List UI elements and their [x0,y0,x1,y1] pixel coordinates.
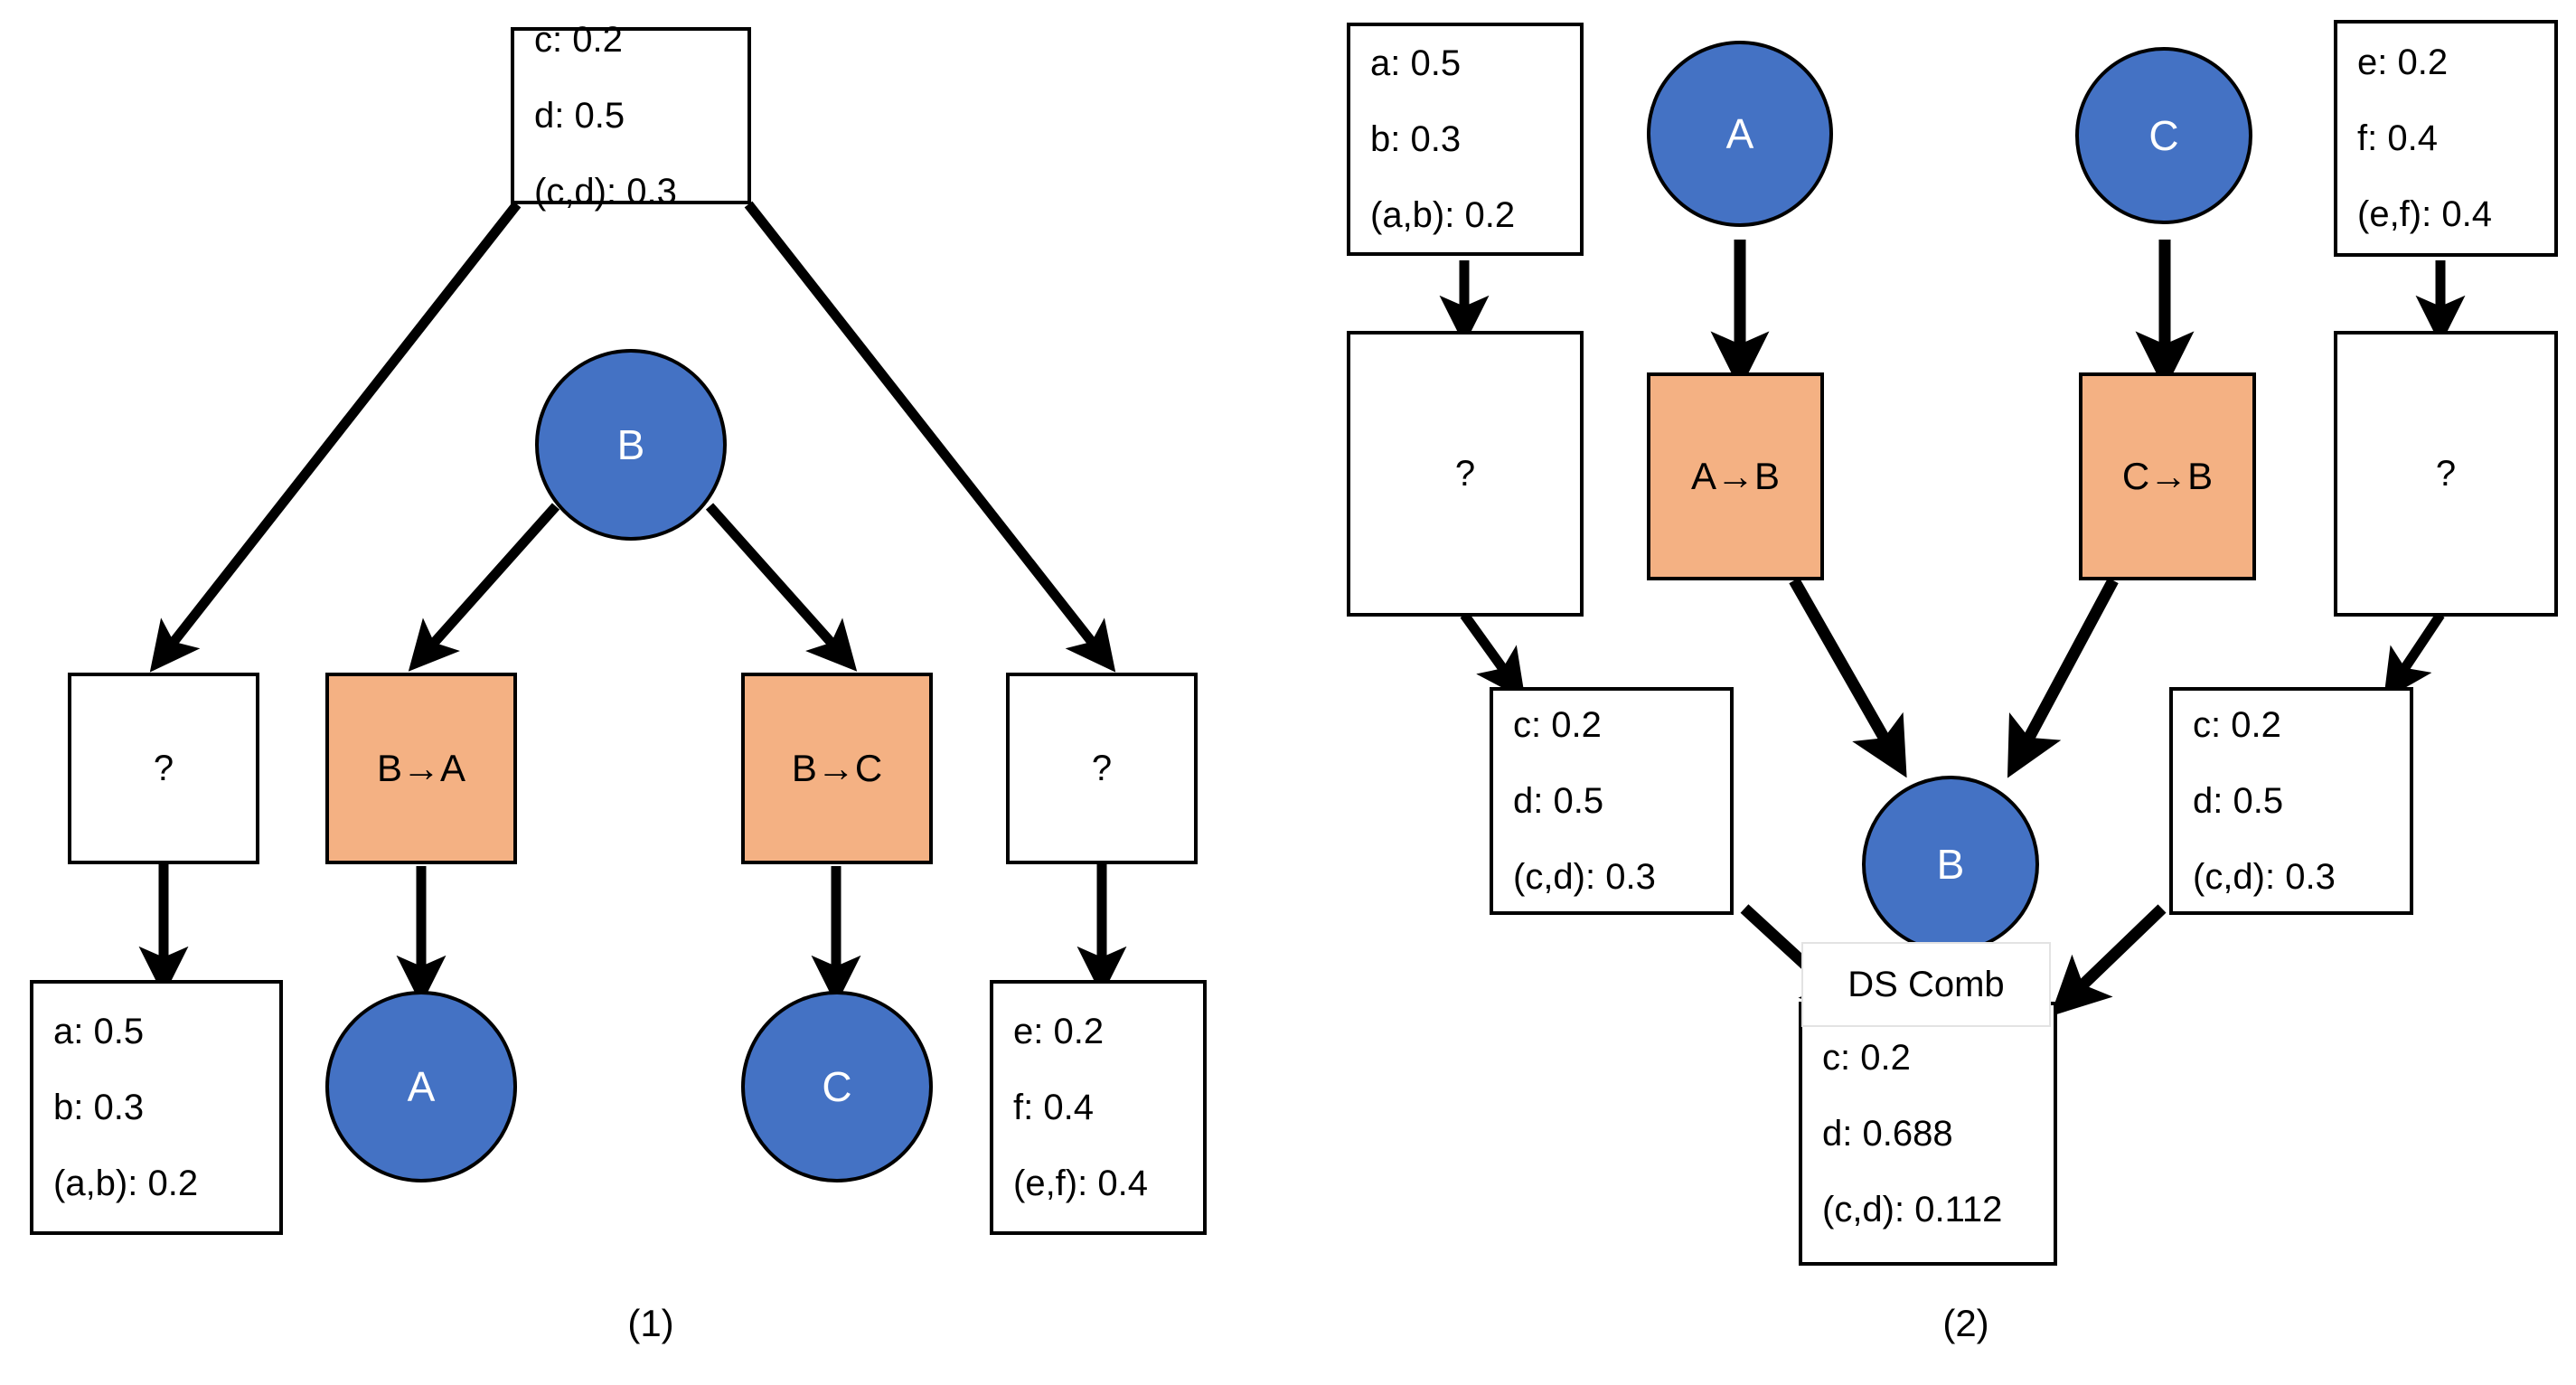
panel1-belief-node-a: A [325,991,517,1182]
rule-label: A→B [1690,455,1781,497]
unknown-marker: ? [1454,454,1476,494]
panel2-rule-box-a-to-b: A→B [1647,372,1824,580]
evidence-line: (c,d): 0.3 [2193,857,2336,897]
evidence-line: (c,d): 0.112 [1822,1190,2003,1230]
panel2-belief-node-c: C [2075,47,2252,224]
panel2-right-result-box: c: 0.2 d: 0.5 (c,d): 0.3 [2169,687,2413,915]
evidence-line: (a,b): 0.2 [53,1164,199,1203]
edge-p2-rule-cb-to-b [2007,577,2119,778]
belief-node-label: B [616,421,645,468]
evidence-line: a: 0.5 [53,1012,145,1051]
evidence-line: c: 0.2 [2193,705,2281,745]
combination-label-text: DS Comb [1847,964,2005,1004]
unknown-marker: ? [1091,749,1113,788]
evidence-line: c: 0.2 [1513,705,1602,745]
panel1-rule-box-b-to-a: B→A [325,673,517,864]
edge-root-to-left-unknown [149,201,522,673]
panel1-rule-box-b-to-c: B→C [741,673,933,864]
unknown-marker: ? [2435,454,2457,494]
panel2-right-unknown-box: ? [2334,331,2558,617]
panel2-left-evidence-box: a: 0.5 b: 0.3 (a,b): 0.2 [1347,23,1584,256]
panel1-belief-node-b: B [535,349,727,541]
panel2-caption: (2) [1942,1302,1989,1344]
edge-p2-rule-ab-to-b [1789,577,1907,778]
edge-root-to-right-unknown [744,201,1116,673]
evidence-line: (a,b): 0.2 [1370,195,1516,235]
evidence-line: f: 0.4 [1013,1088,1094,1127]
evidence-line: (e,f): 0.4 [2357,194,2492,234]
edge-p2-right-unknown-to-result [2383,611,2445,701]
evidence-line: c: 0.2 [534,20,623,60]
edge-b-to-rule-ba [408,503,560,672]
evidence-line: f: 0.4 [2357,118,2438,158]
evidence-line: c: 0.2 [1822,1038,1911,1078]
panel2-rule-box-c-to-b: C→B [2079,372,2256,580]
panel1-root-evidence-box: c: 0.2 d: 0.5 (c,d): 0.3 [511,22,751,210]
panel2-right-evidence-box: e: 0.2 f: 0.4 (e,f): 0.4 [2334,20,2558,257]
evidence-line: (c,d): 0.3 [534,172,677,212]
evidence-line: a: 0.5 [1370,43,1462,83]
belief-node-label: B [1936,841,1965,888]
evidence-line: d: 0.5 [2193,781,2284,821]
evidence-line: b: 0.3 [53,1088,145,1127]
panel2-ds-comb-label: DS Comb [1801,942,2051,1027]
belief-node-label: A [407,1063,436,1110]
rule-label: C→B [2121,455,2214,497]
evidence-line: (c,d): 0.3 [1513,857,1656,897]
panel2-belief-node-a: A [1647,41,1833,227]
belief-node-label: C [2148,112,2179,159]
panel1-caption: (1) [627,1302,674,1344]
evidence-line: d: 0.688 [1822,1114,1953,1154]
panel2-belief-node-b: B [1862,776,2039,953]
edge-b-to-rule-bc [705,503,858,672]
edge-p2-left-unknown-to-result [1460,611,1526,701]
evidence-line: b: 0.3 [1370,119,1462,159]
panel2-left-unknown-box: ? [1347,331,1584,617]
belief-node-label: C [822,1063,852,1110]
panel1-left-evidence-box: a: 0.5 b: 0.3 (a,b): 0.2 [30,980,283,1235]
rule-label: B→C [791,747,883,789]
unknown-marker: ? [153,749,174,788]
evidence-line: (e,f): 0.4 [1013,1164,1148,1203]
edge-p2-right-result-to-combined [2050,904,2167,1017]
evidence-line: d: 0.5 [534,96,625,136]
evidence-line: e: 0.2 [1013,1012,1105,1051]
panel1-right-evidence-box: e: 0.2 f: 0.4 (e,f): 0.4 [990,980,1207,1235]
panel2-left-result-box: c: 0.2 d: 0.5 (c,d): 0.3 [1490,687,1734,915]
evidence-line: d: 0.5 [1513,781,1604,821]
belief-node-label: A [1725,110,1754,157]
panel1-belief-node-c: C [741,991,933,1182]
panel1-left-unknown-box: ? [68,673,259,864]
panel2-combined-result-box: c: 0.2 d: 0.688 (c,d): 0.112 [1799,1002,2057,1266]
evidence-line: e: 0.2 [2357,42,2449,82]
rule-label: B→A [376,747,466,789]
panel1-right-unknown-box: ? [1006,673,1198,864]
